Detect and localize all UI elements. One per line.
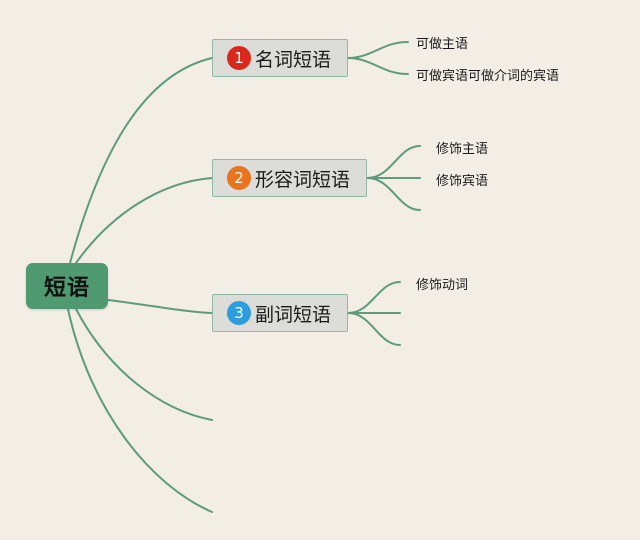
connector-b2-leaf-3	[366, 177, 421, 211]
connector-b2-leaf-1	[366, 145, 421, 179]
connector-b3-leaf-3	[347, 312, 401, 346]
leaf-topic[interactable]: 修饰动词	[416, 278, 469, 293]
number-badge-1: 1	[227, 46, 251, 70]
branch-topic-adjective-phrase[interactable]: 2 形容词短语	[212, 159, 367, 197]
root-topic[interactable]: 短语	[26, 263, 108, 309]
leaf-topic[interactable]: 可做宾语可做介词的宾语	[416, 69, 560, 84]
connector-b1-leaf-1	[347, 41, 409, 59]
connector-root-branch-2	[75, 177, 213, 264]
root-topic-label: 短语	[43, 276, 90, 301]
branch-topic-label: 副词短语	[255, 303, 332, 326]
connector-root-branch-3	[107, 299, 213, 314]
number-badge-3: 3	[227, 301, 251, 325]
connector-b1-leaf-2	[347, 57, 409, 75]
leaf-topic[interactable]: 修饰宾语	[436, 174, 489, 189]
leaf-topic[interactable]: 修饰主语	[436, 142, 489, 157]
branch-topic-noun-phrase[interactable]: 1 名词短语	[212, 39, 348, 77]
connector-root-empty-1	[75, 308, 213, 421]
connector-root-empty-2	[67, 308, 213, 513]
branch-topic-label: 名词短语	[255, 48, 332, 71]
connector-b3-leaf-1	[347, 281, 401, 314]
number-badge-2: 2	[227, 166, 251, 190]
branch-topic-adverb-phrase[interactable]: 3 副词短语	[212, 294, 348, 332]
connector-root-branch-1	[69, 57, 213, 264]
leaf-topic[interactable]: 可做主语	[416, 37, 469, 52]
branch-topic-label: 形容词短语	[255, 168, 351, 191]
